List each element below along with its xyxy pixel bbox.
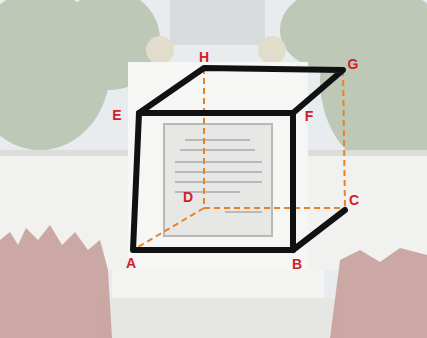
vertex-label: H <box>199 50 209 64</box>
vertex-label: A <box>126 256 136 270</box>
plaque <box>164 124 272 236</box>
hidden-edges <box>133 68 345 250</box>
vertex-label: C <box>349 193 359 207</box>
silhouettes <box>0 225 427 338</box>
vertex-label: E <box>112 108 121 122</box>
vertex-label: B <box>292 257 302 271</box>
pedestal <box>96 0 340 338</box>
visible-edges <box>133 68 345 250</box>
vertex-label: D <box>183 190 193 204</box>
cube <box>133 68 345 250</box>
vertex-label: G <box>348 57 359 71</box>
vertex-label: F <box>305 109 314 123</box>
